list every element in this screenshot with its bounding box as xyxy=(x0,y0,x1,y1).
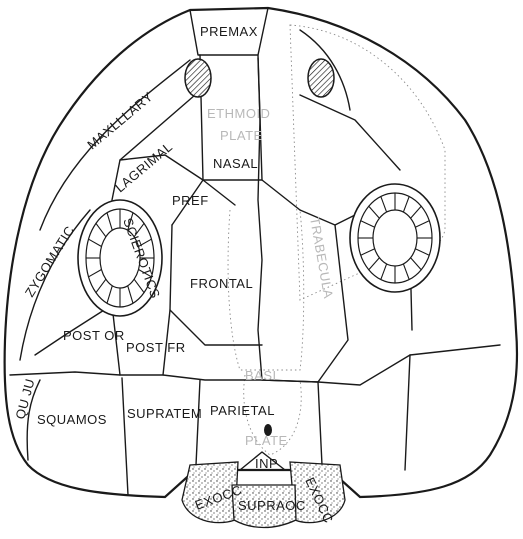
label-plate: PLATE xyxy=(220,128,263,143)
label-plate-lower: PLATE xyxy=(245,433,288,448)
label-inp: INP xyxy=(255,456,278,471)
label-parietal: PARIETAL xyxy=(210,403,275,418)
label-squamos: SQUAMOS xyxy=(37,412,107,427)
label-premax: PREMAX xyxy=(200,24,258,39)
right-nostril xyxy=(308,59,334,97)
left-nostril xyxy=(185,59,211,97)
label-nasal: NASAL xyxy=(213,156,258,171)
label-supraoc: SUPRAOC xyxy=(238,498,306,513)
label-supratem: SUPRATEM xyxy=(127,406,202,421)
label-pref: PREF xyxy=(172,193,209,208)
label-postfr: POST FR xyxy=(126,340,186,355)
right-sclerotic-ring xyxy=(350,184,440,292)
label-postor: POST OR xyxy=(63,328,125,343)
label-basi: BASI xyxy=(245,368,277,383)
label-frontal: FRONTAL xyxy=(190,276,253,291)
label-ethmoid: ETHMOID xyxy=(207,106,270,121)
